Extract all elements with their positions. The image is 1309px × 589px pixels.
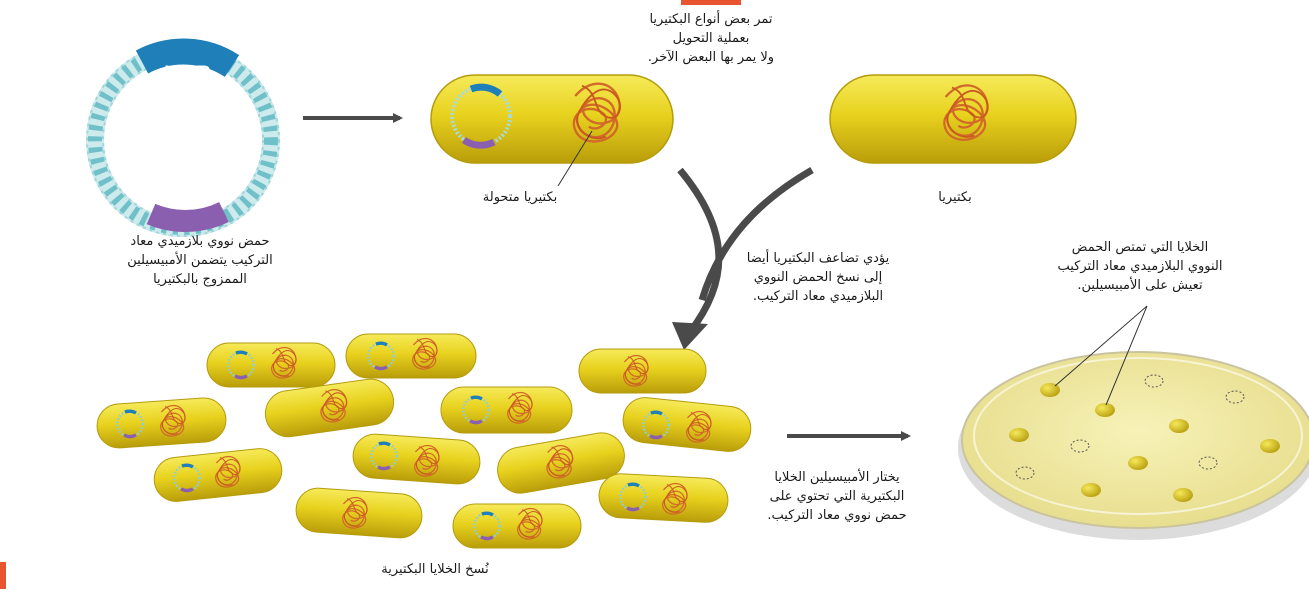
transformed-bacterium: [430, 74, 674, 164]
selection-note-line: حمض نووي معاد التركيب.: [767, 508, 907, 523]
dish-pointer: [1105, 305, 1148, 406]
bacterium-copy: [206, 342, 336, 388]
accent-bar-left: [0, 562, 6, 589]
replication-note-line: البلازميدي معاد التركيب.: [752, 289, 884, 304]
bacterium-copy: [578, 348, 707, 394]
amp-label: AMP: [159, 61, 211, 88]
replication-note-line: يؤدي تضاعف البكتيريا أيضا: [746, 251, 890, 266]
replication-note: يؤدي تضاعف البكتيريا أيضا إلى نسخ الحمض …: [728, 249, 908, 306]
petri-dish: [958, 351, 1309, 540]
transformation-note-line: ولا يمر بها البعض الآخر.: [647, 50, 775, 65]
dish-note-line: الخلايا التي تمتص الحمض: [1071, 240, 1209, 255]
second-gene-band: [146, 201, 229, 232]
plasmid-caption-line: الممزوج بالبكتيريا: [153, 272, 247, 287]
dish-note-line: تعيش على الأمبيسيلين.: [1077, 278, 1203, 293]
plasmid-caption-line: التركيب يتضمن الأمبيسيلين: [127, 253, 273, 268]
replication-arrow: [672, 166, 814, 350]
bacterium-copy: [598, 473, 729, 523]
colony: [1095, 403, 1115, 417]
bacterium-copy: [352, 433, 481, 485]
bacterium-copy: [96, 397, 227, 449]
plasmid: [86, 38, 280, 237]
bacterium-copy: [497, 432, 625, 494]
colony: [1173, 488, 1193, 502]
bacterium-copy: [622, 397, 752, 452]
bacterial-copies: [96, 333, 752, 549]
bacterium-label: بكتيريا: [938, 190, 972, 205]
bacterium-copy: [345, 333, 477, 379]
transformation-note-line: تمر بعض أنواع البكتيريا: [649, 12, 773, 27]
accent-bar-top: [681, 0, 741, 5]
transformed-bacterium-pointer: [557, 130, 593, 187]
plasmid-helix: [88, 45, 278, 235]
bacterium-copy: [295, 487, 423, 539]
plasmid-caption: حمض نووي بلازميدي معاد التركيب يتضمن الأ…: [85, 232, 315, 289]
colony: [1009, 428, 1029, 442]
colony: [1040, 383, 1060, 397]
colony: [1128, 456, 1148, 470]
bacterium: [829, 74, 1077, 164]
bacterium-copy: [452, 503, 582, 549]
replication-note-line: إلى نسخ الحمض النووي: [753, 270, 883, 285]
transformed-bacterium-label: بكتيريا متحولة: [482, 190, 558, 205]
surviving-colonies: [1009, 383, 1280, 502]
bacterium-copy: [153, 448, 283, 502]
colony: [1169, 419, 1189, 433]
dead-colonies: [1015, 374, 1245, 480]
transformation-note: تمر بعض أنواع البكتيريا بعملية التحويل و…: [636, 10, 786, 67]
colony: [1081, 483, 1101, 497]
plasmid-caption-line: حمض نووي بلازميدي معاد: [130, 234, 270, 249]
dish-note: الخلايا التي تمتص الحمض النووي البلازميد…: [1020, 238, 1260, 295]
amp-gene-band: [135, 38, 240, 78]
selection-note: يختار الأمبيسيلين الخلايا البكتيرية التي…: [742, 468, 932, 525]
dish-note-line: النووي البلازميدي معاد التركيب: [1057, 259, 1223, 274]
bacterium-copy: [440, 386, 573, 434]
selection-note-line: البكتيرية التي تحتوي على: [769, 489, 905, 504]
colony: [1260, 439, 1280, 453]
dish-pointer: [1054, 305, 1148, 387]
selection-note-line: يختار الأمبيسيلين الخلايا: [774, 470, 900, 485]
bacterium-copy: [264, 378, 395, 438]
copies-label: نُسخ الخلايا البكتيرية: [381, 562, 489, 577]
transformation-note-line: بعملية التحويل: [672, 31, 750, 46]
